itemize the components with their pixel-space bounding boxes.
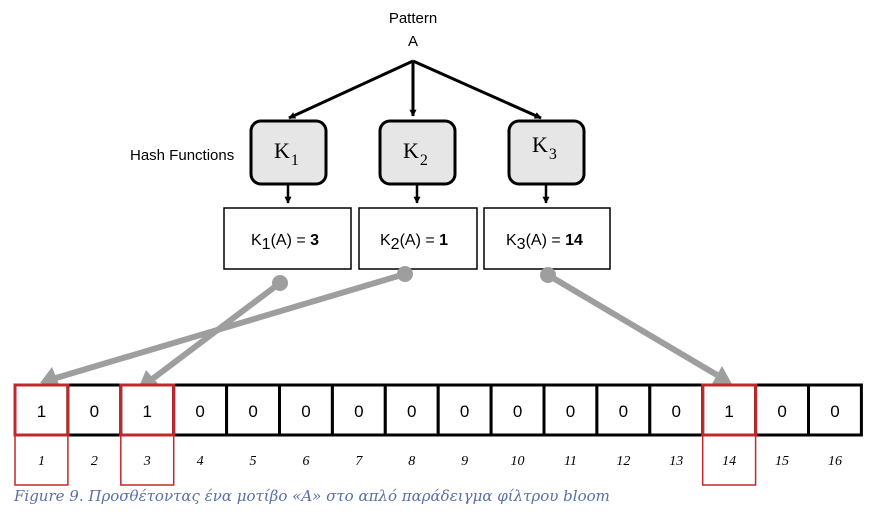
- svg-text:K2: K2: [403, 138, 428, 169]
- bit-cell-3: 13: [119, 383, 176, 469]
- pattern-value: A: [408, 33, 418, 50]
- bit-index: 11: [564, 454, 577, 469]
- svg-text:K3: K3: [532, 132, 557, 163]
- highlight-index-1: [14, 434, 69, 486]
- bit-cell-7: 07: [330, 383, 387, 469]
- bit-value: 0: [248, 402, 257, 421]
- svg-text:K3(A) = 14: K3(A) = 14: [506, 232, 583, 253]
- bit-cell-8: 08: [383, 383, 440, 469]
- result-box-k3: K3(A) = 14: [483, 207, 611, 270]
- svg-text:K2(A) = 1: K2(A) = 1: [380, 232, 448, 253]
- svg-text:K1(A) = 3: K1(A) = 3: [251, 232, 319, 253]
- bit-index: 16: [828, 454, 842, 469]
- bit-value: 0: [460, 402, 469, 421]
- k2-result-sub: 2: [391, 236, 400, 253]
- bit-cell-14: 1 14: [701, 383, 758, 469]
- bit-index: 9: [461, 454, 468, 469]
- k3-result-letter: K: [506, 232, 517, 249]
- k1-result-value: 3: [310, 232, 319, 249]
- bit-value: 0: [619, 402, 628, 421]
- bit-index: 6: [302, 454, 309, 469]
- bit-cell-5: 05: [225, 383, 282, 469]
- bit-value: 0: [672, 402, 681, 421]
- highlight-index-14: [701, 434, 757, 486]
- pattern-to-hash-arrows: [288, 59, 542, 120]
- k2-result-arg: (A) =: [400, 232, 440, 249]
- bit-index: 12: [616, 454, 630, 469]
- k1-result-letter: K: [251, 232, 262, 249]
- k3-letter: K: [532, 132, 548, 157]
- bit-index: 5: [250, 454, 257, 469]
- k1-result-arg: (A) =: [271, 232, 311, 249]
- bit-index: 14: [722, 454, 736, 469]
- highlight-index-3: [120, 434, 175, 486]
- bit-index: 3: [143, 454, 151, 469]
- bit-index: 13: [669, 454, 683, 469]
- bit-cell-12: 0 12: [595, 383, 652, 469]
- pattern-label: Pattern: [389, 10, 437, 27]
- k1-result-sub: 1: [262, 236, 271, 253]
- arrow-to-k1: [288, 59, 414, 120]
- k3-result-value: 14: [565, 232, 583, 249]
- bit-value: 1: [724, 402, 733, 421]
- figure-caption: Figure 9. Προσθέτοντας ένα μοτίβο «A» στ…: [14, 487, 610, 505]
- k2-letter: K: [403, 138, 419, 163]
- k2-result-value: 1: [439, 232, 448, 249]
- result-box-k1: K1(A) = 3: [223, 207, 352, 270]
- bit-index: 2: [91, 454, 98, 469]
- arrow-to-k3: [412, 59, 542, 120]
- k2-sub: 2: [420, 152, 428, 169]
- k3-result-sub: 3: [517, 236, 526, 253]
- bit-value: 0: [195, 402, 204, 421]
- hash-function-k1: K1: [249, 119, 328, 186]
- hash-function-k3: K3: [507, 119, 586, 186]
- k1-sub: 1: [291, 152, 299, 169]
- bit-value: 0: [777, 402, 786, 421]
- bit-cell-16: 0 16: [807, 383, 863, 469]
- mapping-arrow-k2: [40, 266, 413, 387]
- k2-result-letter: K: [380, 232, 391, 249]
- bit-value: 0: [513, 402, 522, 421]
- bit-index: 15: [775, 454, 789, 469]
- bit-cell-10: 0 10: [489, 383, 546, 469]
- bit-cell-11: 0 11: [542, 383, 599, 469]
- bit-value: 0: [90, 402, 99, 421]
- bit-cell-15: 0 15: [754, 383, 810, 469]
- svg-text:K1: K1: [274, 138, 299, 169]
- bit-value: 1: [37, 402, 46, 421]
- bit-value: 0: [301, 402, 310, 421]
- mapping-arrow-k3: [540, 267, 732, 384]
- hash-functions-label: Hash Functions: [130, 147, 234, 164]
- bit-value: 1: [143, 402, 152, 421]
- bit-cell-1: 11: [13, 383, 70, 469]
- bit-value: 0: [566, 402, 575, 421]
- k1-letter: K: [274, 138, 290, 163]
- bit-index: 8: [408, 454, 415, 469]
- hash-to-result-arrows: [284, 184, 550, 204]
- bit-cell-9: 09: [436, 383, 493, 469]
- bit-value: 0: [830, 402, 839, 421]
- k3-result-arg: (A) =: [526, 232, 566, 249]
- bit-cell-2: 02: [66, 383, 123, 469]
- result-box-k2: K2(A) = 1: [358, 207, 478, 270]
- bit-index: 10: [511, 454, 525, 469]
- bit-cell-13: 0 13: [648, 383, 705, 469]
- k3-sub: 3: [549, 146, 557, 163]
- bit-value: 0: [407, 402, 416, 421]
- bit-cell-6: 06: [278, 383, 334, 469]
- bit-cell-4: 04: [172, 383, 229, 469]
- hash-function-k2: K2: [378, 119, 457, 186]
- bit-index: 4: [197, 454, 204, 469]
- bit-value: 0: [354, 402, 363, 421]
- mapping-arrows: [40, 266, 732, 389]
- bit-index: 7: [355, 454, 363, 469]
- bit-index: 1: [38, 454, 45, 469]
